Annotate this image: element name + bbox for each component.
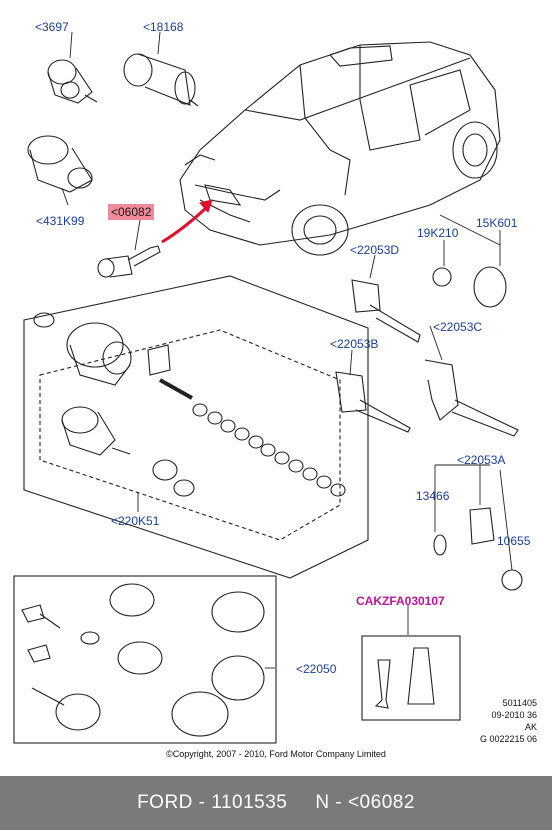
lock-set-box bbox=[23, 275, 369, 579]
label-3697[interactable]: <3697 bbox=[35, 20, 69, 34]
battery-19k210-drawing bbox=[432, 267, 452, 287]
key-22053c-drawing bbox=[424, 359, 519, 437]
washers-row bbox=[192, 403, 346, 497]
label-06082[interactable]: <06082 bbox=[108, 204, 155, 220]
footer-bar: FORD - 1101535 N - <06082 bbox=[0, 776, 552, 830]
reference-line-1: 5011405 bbox=[502, 698, 537, 708]
fob-15k601-drawing bbox=[473, 266, 507, 308]
label-cakzfa030107[interactable]: CAKZFA030107 bbox=[356, 594, 445, 608]
reference-line-2: 09-2010 36 bbox=[491, 710, 537, 720]
lock-kit-box bbox=[13, 575, 277, 744]
footer-part-number: FORD - 1101535 bbox=[137, 792, 288, 813]
label-22050[interactable]: <22050 bbox=[296, 662, 337, 676]
cakz-kit-box bbox=[361, 635, 461, 721]
receiver-22053a-drawing bbox=[433, 507, 523, 591]
parts-diagram bbox=[13, 31, 523, 744]
label-10655[interactable]: 10655 bbox=[497, 534, 531, 548]
part-18168-drawing bbox=[123, 53, 199, 107]
part-3697-drawing bbox=[47, 59, 98, 104]
footer-item-number: N - <06082 bbox=[315, 792, 415, 813]
label-18168[interactable]: <18168 bbox=[143, 20, 184, 34]
key-22053d-drawing bbox=[351, 279, 421, 343]
reference-line-4: G 0022215 06 bbox=[479, 734, 537, 744]
label-22053a[interactable]: <22053A bbox=[457, 453, 506, 467]
label-22053c[interactable]: <22053C bbox=[433, 320, 483, 334]
arrow-to-car bbox=[161, 204, 210, 244]
label-431k99[interactable]: <431K99 bbox=[36, 214, 85, 228]
copyright-text: ©Copyright, 2007 - 2010, Ford Motor Comp… bbox=[166, 749, 386, 759]
label-220k51[interactable]: <220K51 bbox=[111, 514, 160, 528]
reference-block: 5011405 09-2010 36 AK G 0022215 06 bbox=[440, 697, 537, 745]
label-22053b[interactable]: <22053B bbox=[330, 337, 379, 351]
label-22053d[interactable]: <22053D bbox=[350, 243, 400, 257]
label-13466[interactable]: 13466 bbox=[416, 489, 450, 503]
key-22053b-drawing bbox=[335, 371, 411, 433]
part-431k99-drawing bbox=[27, 135, 93, 193]
part-06082-drawing bbox=[97, 245, 161, 278]
label-19k210[interactable]: 19K210 bbox=[417, 226, 459, 240]
label-15k601[interactable]: 15K601 bbox=[476, 216, 518, 230]
car-illustration bbox=[179, 41, 501, 256]
reference-line-3: AK bbox=[524, 722, 537, 732]
